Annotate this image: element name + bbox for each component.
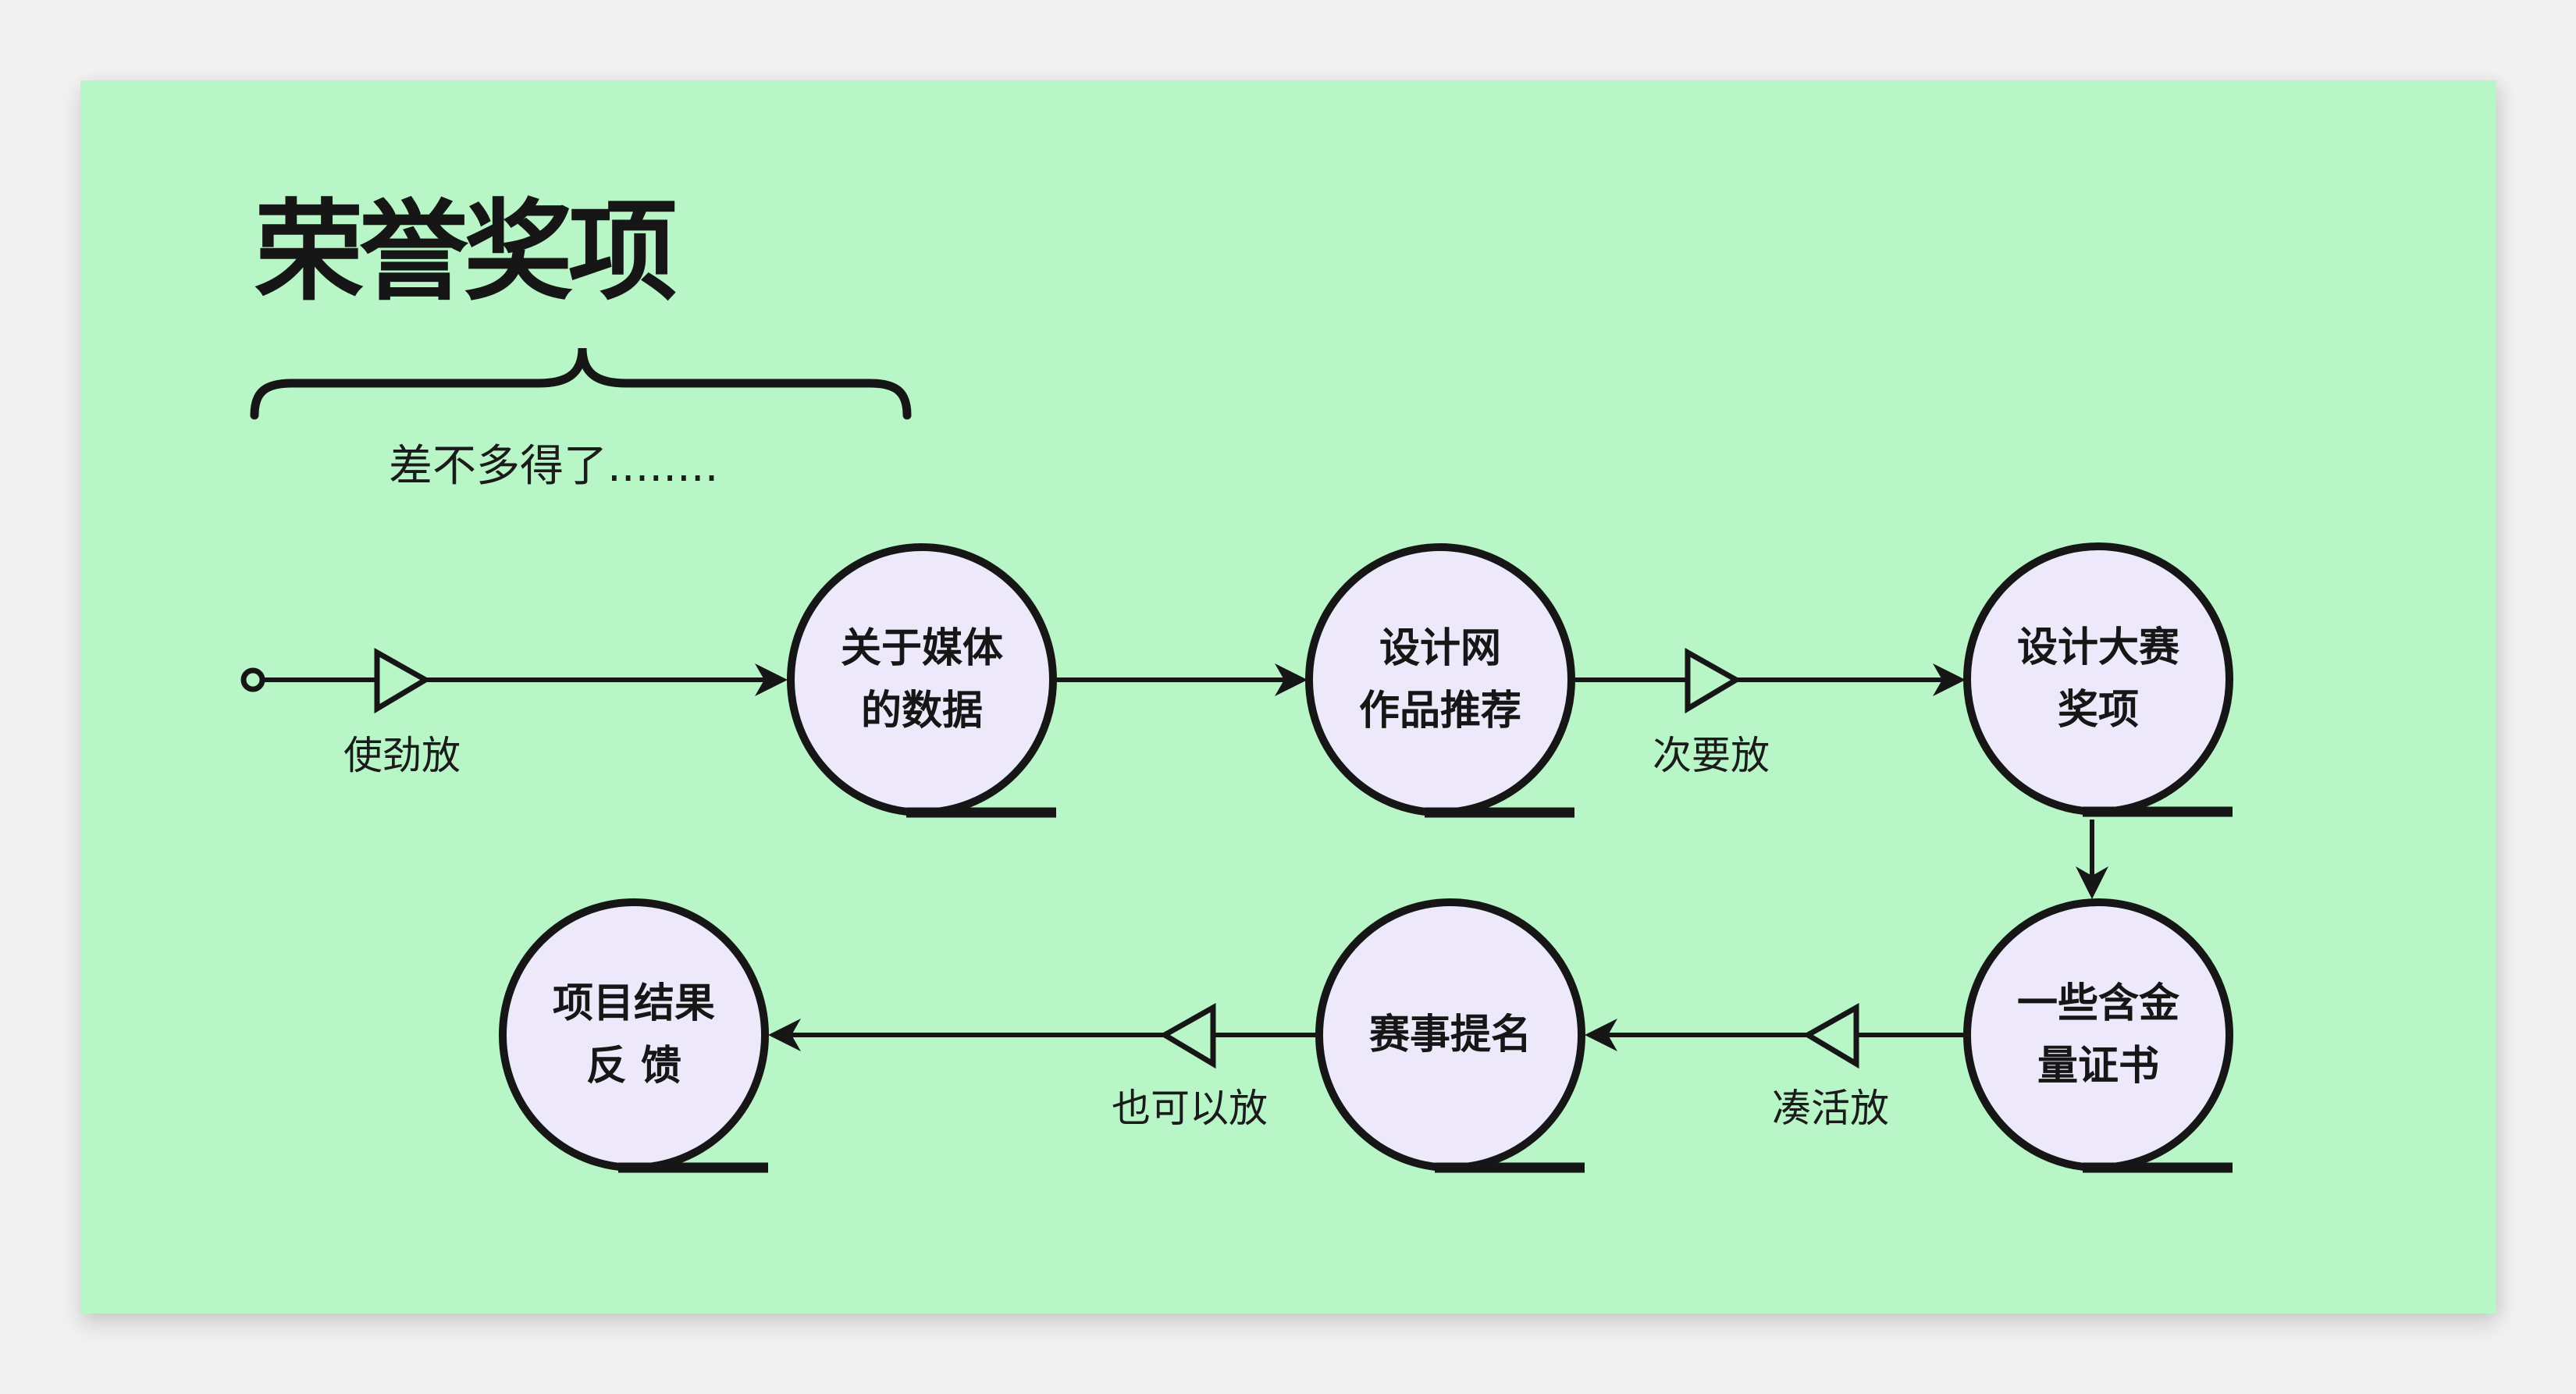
arrowhead-icon — [1275, 663, 1308, 696]
flow-node-label-design-site-recommendation: 设计网 作品推荐 — [1308, 547, 1573, 813]
node-circle-contest-nomination — [1315, 898, 1585, 1173]
arrowhead-icon — [768, 1019, 801, 1051]
node-circle-media-data — [787, 543, 1057, 818]
node-text-line: 量证书 — [2037, 1043, 2159, 1090]
node-circle-valuable-certificates — [1963, 898, 2233, 1173]
hollow-triangle-icon — [1685, 648, 1742, 714]
annotation-text: 差不多得了........ — [389, 441, 719, 492]
node-text-line: 项目结果 — [552, 980, 715, 1027]
edge-label-secondary: 次要放 — [1653, 733, 1770, 778]
node-circle-design-contest-awards — [1963, 542, 2233, 817]
edge-label-start: 使劲放 — [343, 733, 461, 778]
node-text-line: 反 馈 — [585, 1043, 682, 1090]
hollow-triangle-icon — [1802, 1003, 1859, 1069]
hollow-triangle-icon — [1159, 1003, 1216, 1069]
arrowhead-icon — [1585, 1019, 1617, 1051]
node-text-line: 一些含金 — [2016, 980, 2179, 1027]
arrowhead-icon — [2076, 866, 2108, 899]
node-text-line: 奖项 — [2057, 687, 2139, 734]
node-text-line: 赛事提名 — [1368, 1012, 1532, 1058]
flow-node-label-project-result-feedback: 项目结果 反 馈 — [501, 902, 767, 1168]
node-circle-design-site-recommendation — [1305, 543, 1575, 818]
edge-label-also-can: 也可以放 — [1112, 1086, 1268, 1131]
arrowhead-icon — [1933, 663, 1966, 696]
flow-node-label-design-contest-awards: 设计大赛 奖项 — [1966, 546, 2231, 812]
flow-node-label-media-data: 关于媒体 的数据 — [789, 547, 1055, 813]
node-text-line: 关于媒体 — [840, 625, 1003, 672]
arrowhead-icon — [755, 663, 788, 696]
curly-brace-icon — [250, 347, 912, 420]
node-text-line: 的数据 — [860, 688, 983, 734]
flow-node-label-contest-nomination: 赛事提名 — [1318, 902, 1583, 1168]
start-node-circle — [240, 667, 265, 692]
node-text-line: 作品推荐 — [1358, 688, 1521, 734]
node-circle-project-result-feedback — [499, 898, 769, 1173]
hollow-triangle-icon — [374, 648, 431, 714]
flow-node-label-valuable-certificates: 一些含金 量证书 — [1966, 902, 2231, 1168]
node-text-line: 设计大赛 — [2016, 624, 2179, 671]
page-title: 荣誉奖项 — [254, 189, 678, 316]
node-text-line: 设计网 — [1379, 625, 1501, 672]
edge-label-makeshift: 凑活放 — [1772, 1086, 1889, 1131]
